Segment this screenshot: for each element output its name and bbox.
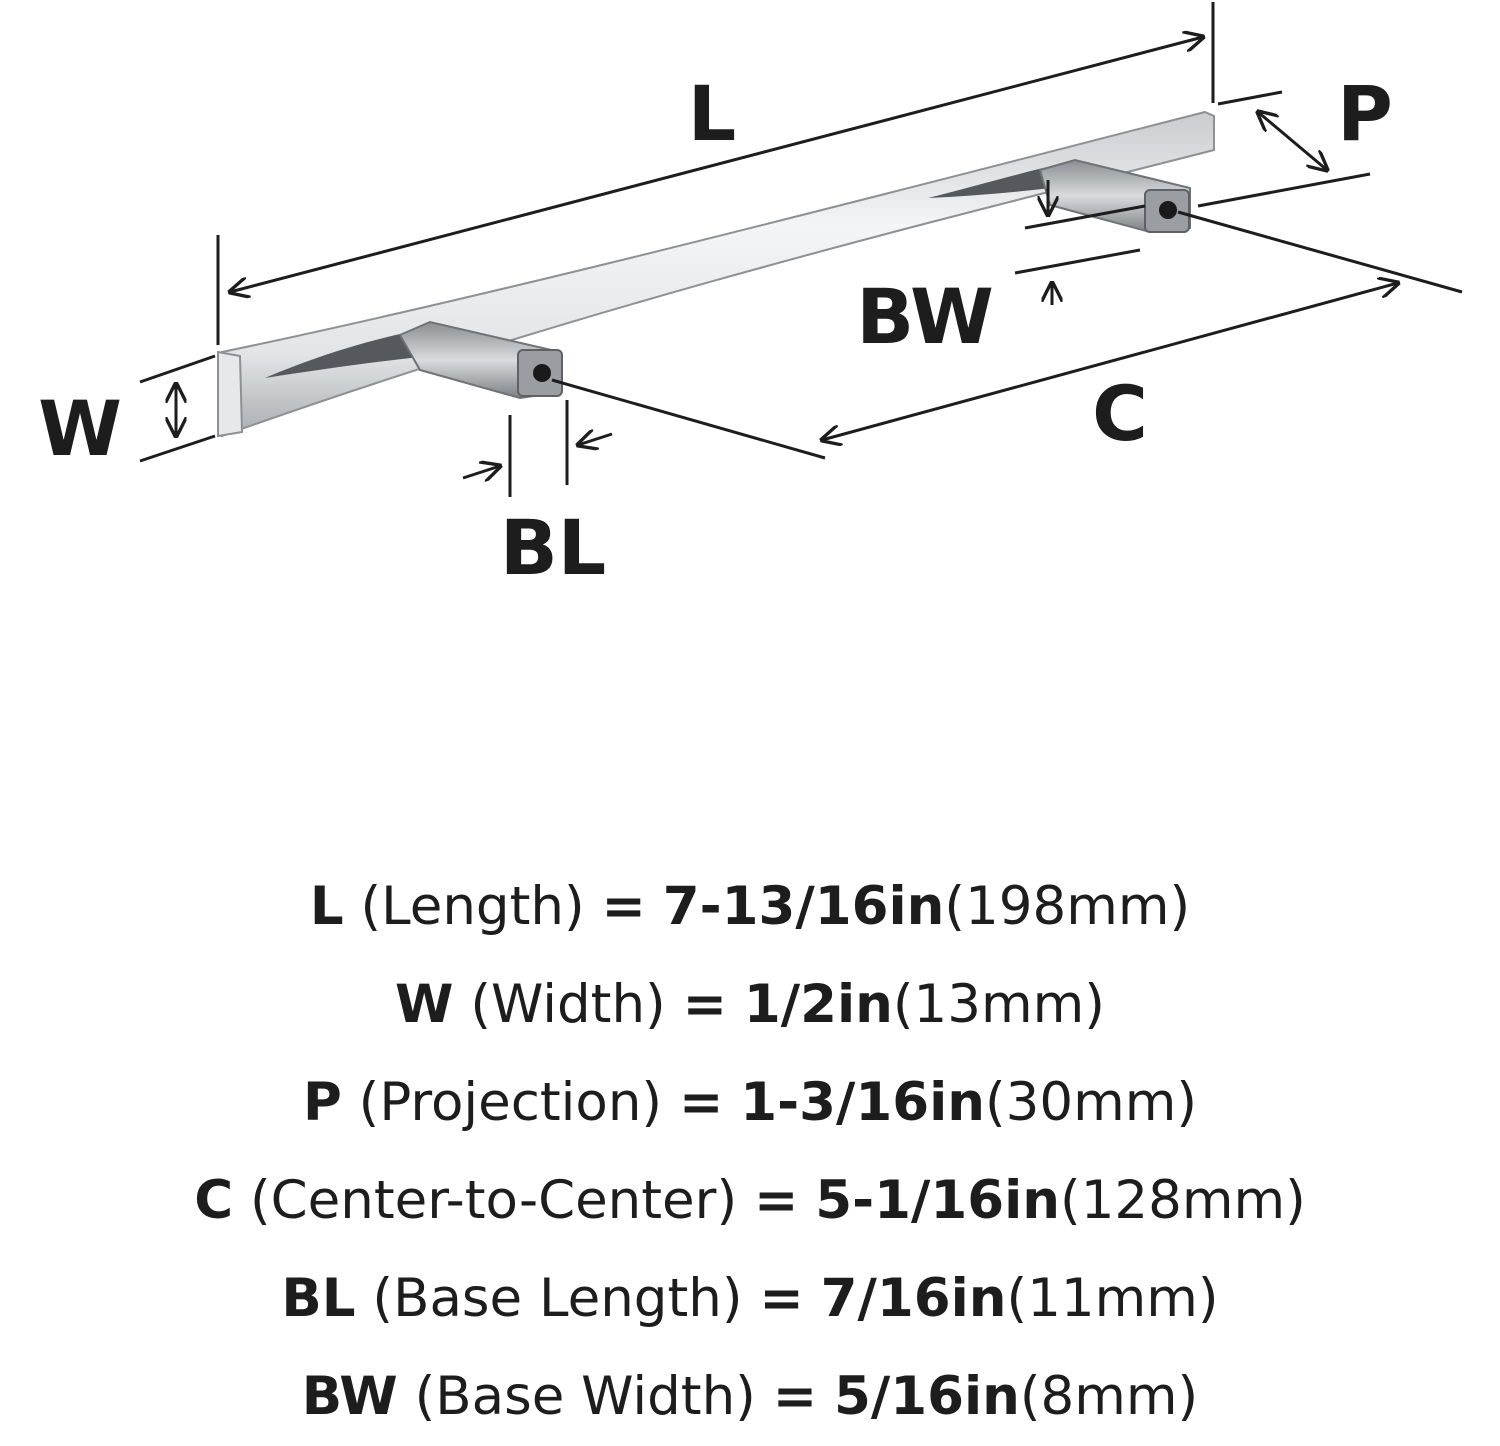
spec-name: (Base Length): [372, 1268, 743, 1329]
spec-metric: (11mm): [1006, 1268, 1219, 1329]
label-center-to-center: C: [1092, 369, 1148, 458]
spec-equals: =: [759, 1268, 804, 1329]
spec-metric: (128mm): [1060, 1170, 1306, 1231]
spec-row-length: L (Length) = 7-13/16in(198mm): [0, 858, 1500, 956]
spec-symbol: BW: [301, 1366, 398, 1427]
handle-dimension-diagram: L P BW W C BL: [38, 2, 1463, 592]
base-length-arrow-right: [578, 434, 613, 445]
spec-equals: =: [678, 1072, 724, 1133]
right-screw-hole: [1159, 201, 1177, 219]
spec-row-base-length: BL (Base Length) = 7/16in(11mm): [0, 1250, 1500, 1348]
width-extension-top: [139, 354, 216, 384]
spec-row-center-to-center: C (Center-to-Center) = 5-1/16in(128mm): [0, 1152, 1500, 1250]
projection-dimension-arrow: [1258, 112, 1327, 170]
spec-row-projection: P (Projection) = 1-3/16in(30mm): [0, 1054, 1500, 1152]
spec-name: (Base Width): [414, 1366, 756, 1427]
base-width-extension-bottom: [1014, 248, 1141, 275]
spec-imperial: 5-1/16in: [815, 1170, 1061, 1231]
center-extension-right: [1177, 210, 1463, 294]
center-extension-left: [551, 378, 826, 460]
spec-name: (Width): [470, 974, 666, 1035]
spec-name: (Center-to-Center): [249, 1170, 738, 1231]
spec-equals: =: [601, 876, 646, 937]
label-width: W: [38, 384, 122, 473]
spec-row-width: W (Width) = 1/2in(13mm): [0, 956, 1500, 1054]
spec-name: (Projection): [358, 1072, 663, 1133]
label-projection: P: [1337, 69, 1393, 158]
spec-imperial: 5/16in: [833, 1366, 1020, 1427]
spec-symbol: W: [395, 974, 454, 1035]
spec-symbol: C: [194, 1170, 234, 1231]
spec-imperial: 1/2in: [743, 974, 893, 1035]
width-extension-bottom: [139, 434, 216, 463]
spec-name: (Length): [360, 876, 585, 937]
dimension-lines: [139, 2, 1463, 497]
spec-symbol: L: [309, 876, 344, 937]
base-width-extension-top: [1024, 204, 1146, 230]
spec-metric: (198mm): [944, 876, 1191, 937]
spec-equals: =: [753, 1170, 799, 1231]
dimension-specifications: L (Length) = 7-13/16in(198mm) W (Width) …: [0, 858, 1500, 1446]
spec-imperial: 7-13/16in: [662, 876, 945, 937]
handle-bar: [221, 110, 1215, 438]
projection-extension-top: [1217, 90, 1283, 106]
label-length: L: [688, 69, 736, 158]
spec-symbol: P: [302, 1072, 342, 1133]
handle-illustration: [217, 110, 1215, 438]
spec-equals: =: [682, 974, 727, 1035]
spec-imperial: 1-3/16in: [740, 1072, 985, 1133]
spec-metric: (30mm): [985, 1072, 1198, 1133]
base-length-arrow-left: [462, 466, 500, 478]
spec-metric: (13mm): [892, 974, 1105, 1035]
spec-imperial: 7/16in: [820, 1268, 1007, 1329]
length-dimension-arrow: [230, 37, 1203, 292]
projection-extension-bottom: [1197, 172, 1371, 208]
spec-metric: (8mm): [1019, 1366, 1199, 1427]
left-screw-hole: [533, 364, 551, 382]
spec-equals: =: [772, 1366, 818, 1427]
spec-row-base-width: BW (Base Width) = 5/16in(8mm): [0, 1348, 1500, 1446]
label-base-length: BL: [500, 503, 606, 592]
spec-symbol: BL: [281, 1268, 356, 1329]
center-dimension-arrow: [822, 283, 1398, 440]
handle-end-cap: [217, 350, 244, 438]
label-base-width: BW: [856, 272, 994, 361]
